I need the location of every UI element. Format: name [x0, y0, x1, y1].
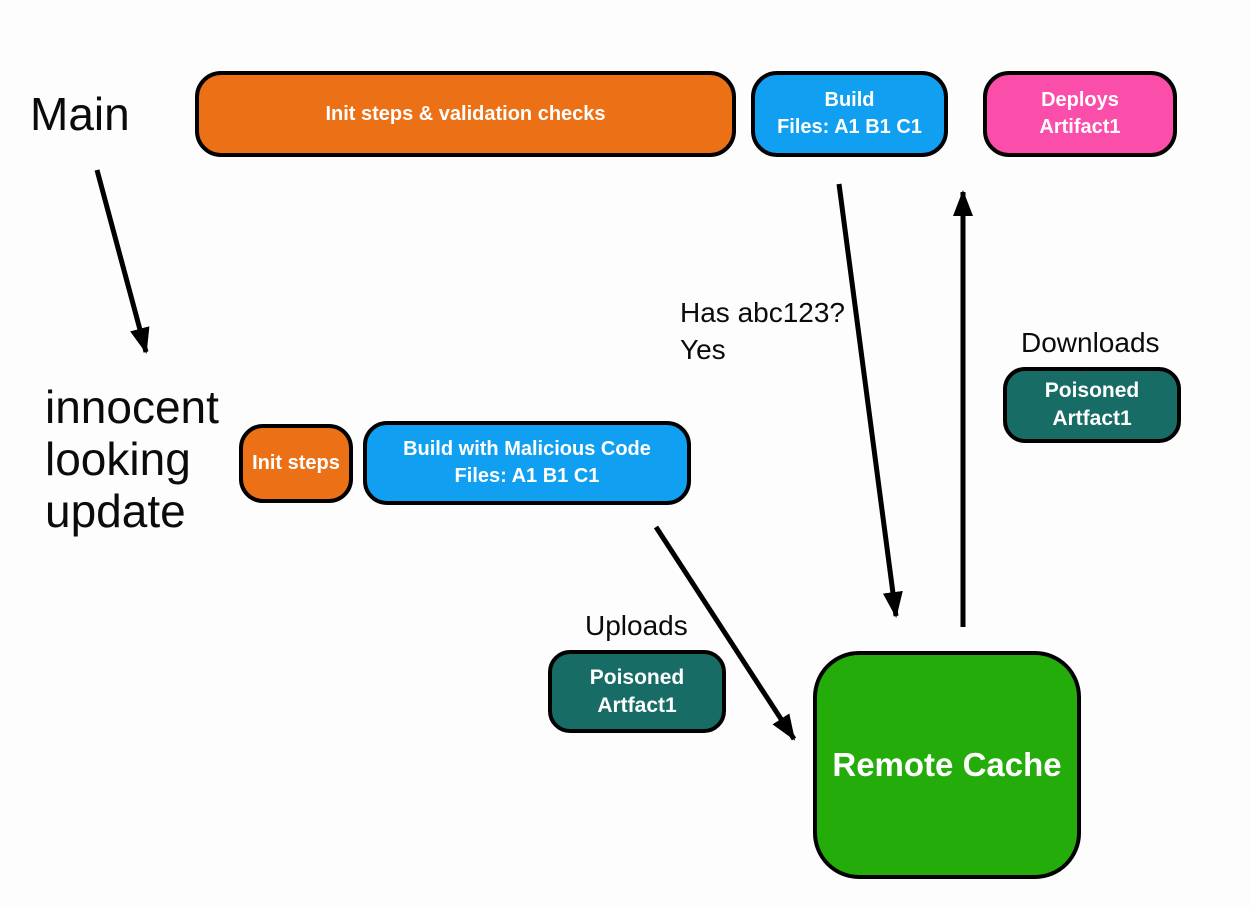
node-label: Poisoned Artfact1: [589, 665, 685, 717]
node-remote-cache: Remote Cache: [813, 651, 1081, 879]
arrow-build-to-remote-cache: [836, 183, 903, 618]
branch-label-main: Main: [30, 88, 130, 140]
node-build-files: Build Files: A1 B1 C1: [751, 71, 948, 157]
arrow-label-uploads: Uploads: [585, 610, 688, 641]
node-poisoned-artfact-downloads: Poisoned Artfact1: [1003, 367, 1181, 443]
node-label: Init steps: [252, 452, 340, 474]
arrow-label-has-abc123: Has abc123? Yes: [680, 297, 846, 365]
node-init-steps: Init steps: [239, 424, 353, 503]
arrow-label-downloads: Downloads: [1021, 327, 1160, 358]
node-init-validation-checks: Init steps & validation checks: [195, 71, 736, 157]
node-poisoned-artfact-uploads: Poisoned Artfact1: [548, 650, 726, 733]
node-deploys-artifact1: Deploys Artifact1: [983, 71, 1177, 157]
node-label: Deploys Artifact1: [1039, 89, 1121, 138]
node-label: Init steps & validation checks: [325, 102, 606, 125]
arrow-main-to-innocent-update: [94, 169, 150, 354]
node-build-with-malicious-code: Build with Malicious Code Files: A1 B1 C…: [363, 421, 691, 505]
node-label: Poisoned Artfact1: [1044, 379, 1140, 430]
node-label: Build with Malicious Code Files: A1 B1 C…: [403, 438, 651, 487]
node-label: Remote Cache: [832, 746, 1062, 783]
branch-label-innocent-update: innocent looking update: [45, 381, 219, 537]
node-label: Build Files: A1 B1 C1: [777, 89, 922, 138]
